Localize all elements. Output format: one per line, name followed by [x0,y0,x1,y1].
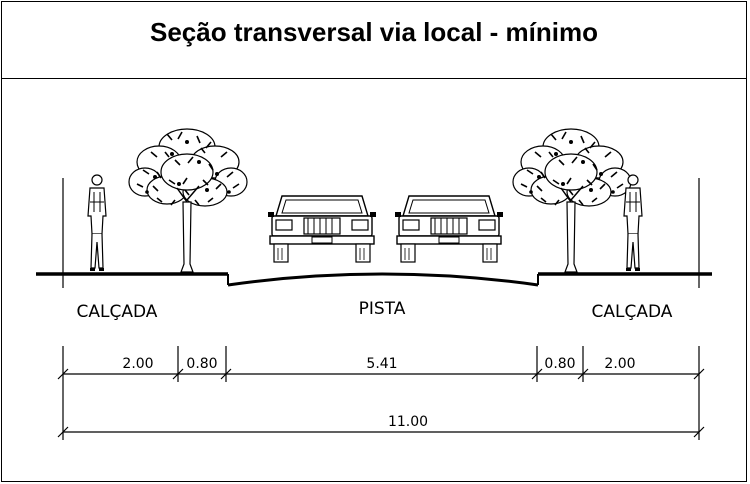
dim-left-sidewalk: 2.00 [122,356,153,372]
tree-icon [512,128,632,273]
dim-left-gutter: 0.80 [186,356,217,372]
dim-total-width: 11.00 [388,414,428,430]
dim-road: 5.41 [366,356,397,372]
segment-dimension-line [57,346,705,382]
tree-icon [128,128,248,273]
pedestrian-icon [87,174,107,272]
title-box: Seção transversal via local - mínimo [2,2,746,79]
road-surface [227,272,539,287]
label-left-sidewalk: CALÇADA [77,302,158,322]
dim-right-sidewalk: 2.00 [604,356,635,372]
label-right-sidewalk: CALÇADA [592,302,673,322]
dim-right-gutter: 0.80 [544,356,575,372]
car-icon [394,195,504,263]
label-road: PISTA [359,299,406,319]
pedestrian-icon [623,174,643,272]
total-dimension-line [57,382,705,440]
car-icon [267,195,377,263]
diagram-title: Seção transversal via local - mínimo [150,16,598,47]
